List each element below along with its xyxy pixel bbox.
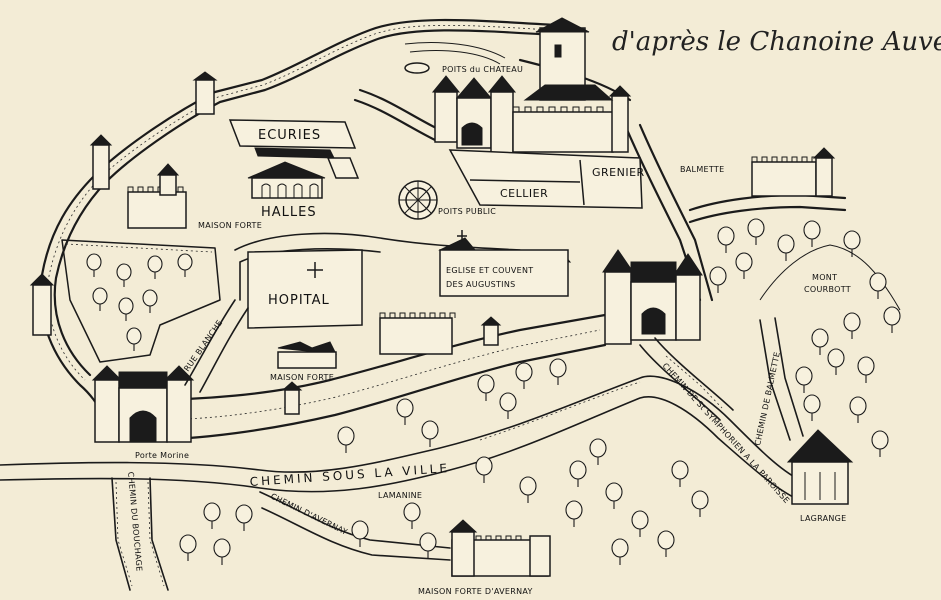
tree bbox=[611, 538, 629, 558]
cellier-grenier bbox=[448, 149, 643, 209]
halles-building bbox=[247, 161, 326, 199]
tree bbox=[589, 438, 607, 458]
maison-forte-avernay bbox=[448, 519, 551, 577]
tree bbox=[515, 362, 533, 382]
tree bbox=[869, 272, 887, 292]
tree bbox=[569, 460, 587, 480]
tree bbox=[811, 328, 829, 348]
maison-forte-mid bbox=[277, 312, 456, 369]
tree bbox=[605, 482, 623, 502]
tree bbox=[203, 502, 221, 522]
label-chemin-sous-la-ville: CHEMIN SOUS LA VILLE bbox=[249, 461, 450, 489]
east-gate bbox=[602, 249, 703, 345]
porte-morine-gate bbox=[91, 365, 195, 443]
label-maison-forte-upper: MAISON FORTE bbox=[198, 221, 262, 230]
tree bbox=[735, 252, 753, 272]
ecuries-building bbox=[228, 119, 360, 179]
label-rue-blanche: RUE BLANCHE bbox=[182, 318, 224, 373]
tree bbox=[396, 398, 414, 418]
balmette-fort bbox=[688, 147, 847, 224]
trees bbox=[179, 218, 901, 565]
tree bbox=[475, 456, 493, 476]
tree bbox=[499, 392, 517, 412]
tree bbox=[747, 218, 765, 238]
la-grange-building bbox=[786, 429, 854, 505]
label-grenier: GRENIER bbox=[592, 166, 645, 179]
maison-forte-upper bbox=[127, 163, 187, 229]
tree bbox=[849, 396, 867, 416]
tree bbox=[657, 530, 675, 550]
public-well bbox=[398, 180, 438, 220]
tree bbox=[827, 348, 845, 368]
tree bbox=[691, 490, 709, 510]
tree bbox=[337, 426, 355, 446]
tree bbox=[421, 420, 439, 440]
tree bbox=[777, 234, 795, 254]
label-eglise-line2: DES AUGUSTINS bbox=[446, 280, 516, 289]
tree bbox=[419, 532, 437, 552]
label-puits-public: POITS PUBLIC bbox=[438, 207, 496, 216]
tree bbox=[843, 312, 861, 332]
tree bbox=[803, 220, 821, 240]
tree bbox=[351, 520, 369, 540]
tree bbox=[519, 476, 537, 496]
label-maison-forte-avernay: MAISON FORTE D'AVERNAY bbox=[418, 587, 533, 596]
tree bbox=[843, 230, 861, 250]
town-ramparts bbox=[39, 18, 714, 442]
tree bbox=[631, 510, 649, 530]
label-balmette: BALMETTE bbox=[680, 165, 724, 174]
tree bbox=[795, 366, 813, 386]
tree bbox=[709, 266, 727, 286]
tree bbox=[213, 538, 231, 558]
label-ecuries: ECURIES bbox=[258, 128, 321, 143]
label-la-grange: LAGRANGE bbox=[800, 514, 847, 523]
label-lamanine: LAMANINE bbox=[378, 491, 422, 500]
label-courbott: COURBOTT bbox=[804, 285, 851, 294]
label-maison-forte-mid: MAISON FORTE bbox=[270, 373, 334, 382]
tree bbox=[477, 374, 495, 394]
wall-towers bbox=[29, 71, 502, 415]
label-chemin-du-bouchage: CHEMIN DU BOUCHAGE bbox=[126, 471, 144, 571]
eglise-des-augustins bbox=[438, 230, 572, 297]
tree bbox=[403, 502, 421, 522]
label-puits-du-chateau: POITS du CHATEAU bbox=[442, 65, 523, 74]
tree bbox=[717, 226, 735, 246]
castle bbox=[431, 17, 632, 155]
tree bbox=[883, 306, 901, 326]
label-cellier: CELLIER bbox=[500, 187, 548, 200]
tree bbox=[235, 504, 253, 524]
tree bbox=[565, 500, 583, 520]
label-porte-morine: Porte Morine bbox=[135, 451, 189, 460]
tree bbox=[871, 430, 889, 450]
tree bbox=[671, 460, 689, 480]
tree bbox=[179, 534, 197, 554]
road-paving bbox=[115, 355, 723, 587]
tree bbox=[857, 356, 875, 376]
label-chemin-d-avernay: CHEMIN D'AVERNAY bbox=[269, 492, 349, 537]
castle-well bbox=[404, 42, 506, 74]
tree bbox=[549, 358, 567, 378]
label-mont: MONT bbox=[812, 273, 837, 282]
map-title: d'après le Chanoine Auvergne bbox=[612, 27, 941, 57]
hopital-building bbox=[247, 249, 363, 329]
tree bbox=[803, 394, 821, 414]
label-eglise-line1: EGLISE ET COUVENT bbox=[446, 266, 533, 275]
label-halles: HALLES bbox=[261, 205, 317, 220]
label-hopital: HOPITAL bbox=[268, 293, 330, 308]
orchard-west bbox=[61, 239, 221, 363]
